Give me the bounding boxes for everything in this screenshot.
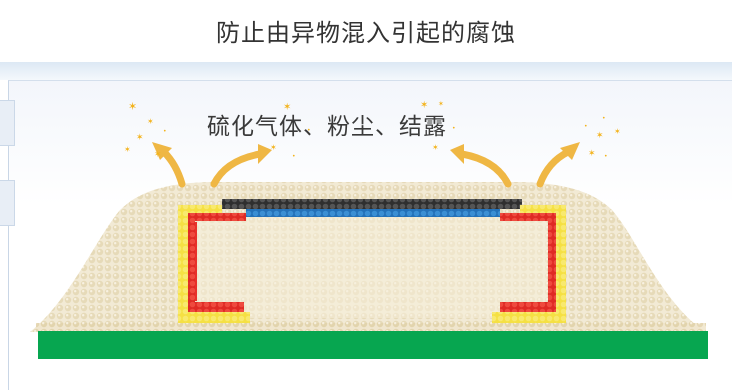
svg-text:✶: ✶	[136, 133, 144, 143]
svg-text:✶: ✶	[154, 150, 162, 160]
side-tab-upper	[0, 100, 15, 146]
resistive-element-blue	[246, 209, 500, 217]
arrow-heads	[152, 142, 580, 164]
svg-text:•: •	[292, 153, 296, 160]
circuit-board	[38, 331, 708, 359]
element-body	[192, 214, 547, 318]
svg-text:✶: ✶	[432, 143, 439, 152]
svg-text:✶: ✶	[596, 131, 604, 141]
svg-text:✶: ✶	[588, 149, 596, 159]
sparkle-icon: ✶ ✶ ✶ ✶ ✶ • ✶ ✶ • • ✶ ✶ ✶ • • ✶ • ✶ ✶ •	[124, 100, 621, 160]
svg-text:•: •	[602, 115, 606, 122]
side-tab-lower	[0, 180, 15, 226]
svg-text:•: •	[604, 153, 608, 160]
svg-text:•: •	[452, 125, 456, 132]
svg-text:✶: ✶	[420, 100, 428, 111]
header-band	[0, 62, 732, 80]
right-terminal-inner	[500, 213, 556, 312]
diagram-title: 防止由异物混入引起的腐蚀	[216, 18, 516, 47]
resistive-element-top	[222, 199, 522, 209]
svg-text:✶: ✶	[283, 102, 291, 113]
left-terminal-outer	[178, 205, 250, 324]
svg-text:✶: ✶	[124, 145, 131, 154]
svg-text:•: •	[163, 128, 167, 135]
svg-text:✶: ✶	[128, 100, 137, 113]
svg-text:✶: ✶	[614, 127, 621, 136]
right-terminal-outer	[492, 205, 566, 324]
svg-text:•: •	[307, 127, 311, 134]
curved-up-arrow-icon	[160, 148, 572, 188]
left-terminal-inner	[188, 213, 246, 312]
svg-text:•: •	[584, 123, 588, 130]
svg-text:✶: ✶	[147, 117, 154, 126]
svg-text:✶: ✶	[438, 100, 444, 108]
contaminants-label: 硫化气体、粉尘、结露	[207, 114, 447, 140]
svg-text:✶: ✶	[270, 143, 277, 152]
